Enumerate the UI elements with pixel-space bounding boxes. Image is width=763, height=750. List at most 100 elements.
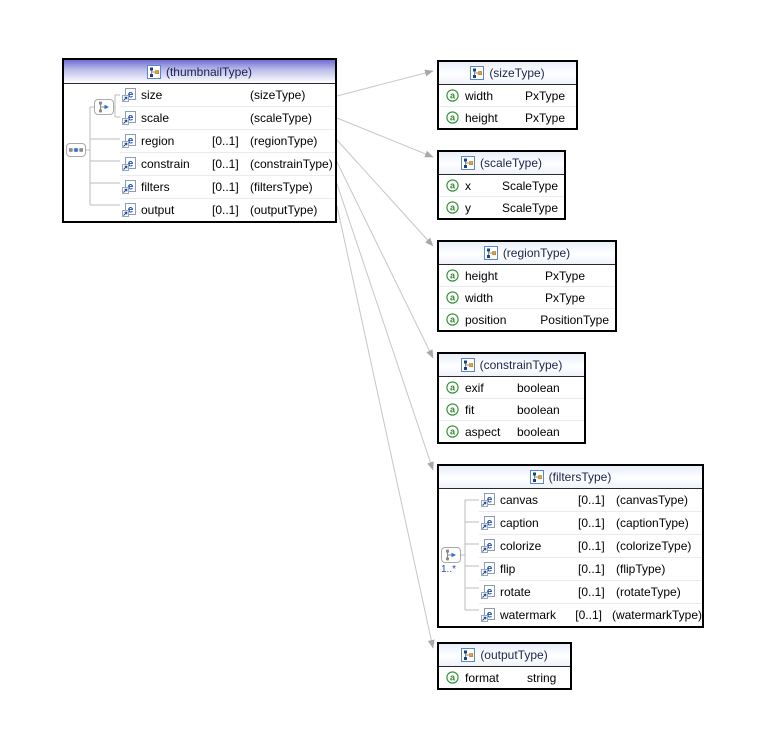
type-box-sizeType[interactable]: (sizeType) width PxType height PxType [437,60,578,130]
box-header-thumbnailType[interactable]: (thumbnailType) [64,60,335,84]
attribute-row-height[interactable]: height PxType [439,265,615,286]
attribute-type: PxType [545,268,586,283]
attribute-row-aspect[interactable]: aspect boolean [439,420,584,442]
attribute-type: ScaleType [501,200,558,215]
box-title: (scaleType) [479,156,543,170]
complex-type-icon [461,648,475,662]
element-name: scale [141,111,170,125]
attribute-row-fit[interactable]: fit boolean [439,398,584,420]
attribute-row-position[interactable]: position PositionType [439,308,615,330]
element-icon [481,585,495,599]
element-icon [122,180,136,194]
complex-type-icon [147,65,161,79]
type-box-filtersType[interactable]: (filtersType) 1..* canvas [0..1] (canvas… [437,464,704,628]
sequence-compositor-icon[interactable] [66,143,86,157]
element-type: (canvasType) [616,493,689,507]
element-row-output[interactable]: output [0..1] (outputType) [120,198,335,221]
element-row-region[interactable]: region [0..1] (regionType) [120,129,335,152]
element-icon [122,88,136,102]
choice-compositor-icon[interactable] [94,99,114,115]
attribute-row-y[interactable]: y ScaleType [439,196,564,218]
attribute-icon [446,291,459,304]
occurrence-label: 1..* [441,564,457,575]
attribute-name: y [465,200,471,215]
attribute-row-x[interactable]: x ScaleType [439,175,564,196]
choice-compositor-icon[interactable] [441,547,461,563]
attribute-icon [446,403,459,416]
attribute-type: PxType [545,290,586,305]
element-row-flip[interactable]: flip [0..1] (flipType) [479,557,702,580]
element-type: (regionType) [250,134,318,148]
element-name: flip [500,562,516,576]
attribute-type: PxType [525,110,566,125]
complex-type-icon [461,358,475,372]
element-cardinality: [0..1] [212,203,239,217]
attribute-type: PxType [525,88,566,103]
box-header-scaleType[interactable]: (scaleType) [439,152,564,175]
element-row-rotate[interactable]: rotate [0..1] (rotateType) [479,580,702,603]
box-header-outputType[interactable]: (outputType) [439,644,570,667]
element-icon [481,562,495,576]
attribute-name: fit [465,402,475,417]
element-rows: canvas [0..1] (canvasType) caption [0..1… [479,489,702,626]
box-header-filtersType[interactable]: (filtersType) [439,466,702,489]
attribute-row-height[interactable]: height PxType [439,106,576,128]
attribute-icon [446,425,459,438]
element-name: constrain [141,157,190,171]
element-row-colorize[interactable]: colorize [0..1] (colorizeType) [479,534,702,557]
element-cardinality: [0..1] [578,539,605,553]
element-row-filters[interactable]: filters [0..1] (filtersType) [120,175,335,198]
element-icon [122,134,136,148]
element-icon [122,157,136,171]
element-row-caption[interactable]: caption [0..1] (captionType) [479,511,702,534]
element-row-watermark[interactable]: watermark [0..1] (watermarkType) [479,603,702,626]
complex-type-icon [470,66,484,80]
box-title: (sizeType) [489,66,545,80]
element-name: output [141,203,175,217]
element-row-constrain[interactable]: constrain [0..1] (constrainType) [120,152,335,175]
type-box-regionType[interactable]: (regionType) height PxType width PxType … [437,240,617,332]
attribute-icon [446,381,459,394]
box-body: 1..* canvas [0..1] (canvasType) caption … [439,489,702,626]
element-name: watermark [500,608,557,622]
connector-output-to-outputType [336,205,435,649]
attribute-name: height [465,268,498,283]
complex-type-icon [461,156,475,170]
type-box-constrainType[interactable]: (constrainType) exif boolean fit boolean… [437,352,586,444]
box-header-sizeType[interactable]: (sizeType) [439,62,576,85]
element-row-scale[interactable]: scale (scaleType) [120,106,335,129]
type-box-scaleType[interactable]: (scaleType) x ScaleType y ScaleType [437,150,566,220]
attribute-icon [446,313,459,326]
attribute-row-width[interactable]: width PxType [439,85,576,106]
complex-type-icon [530,470,544,484]
box-title: (outputType) [480,648,548,662]
element-name: region [141,134,175,148]
element-rows: size (sizeType) scale (scaleType) region… [120,84,335,221]
element-name: filters [141,180,170,194]
attribute-name: exif [465,380,484,395]
box-title: (constrainType) [479,358,563,372]
box-header-regionType[interactable]: (regionType) [439,242,615,265]
element-cardinality: [0..1] [575,608,602,622]
box-header-constrainType[interactable]: (constrainType) [439,354,584,377]
element-icon [481,516,495,530]
type-box-outputType[interactable]: (outputType) format string [437,642,572,690]
element-type: (scaleType) [250,111,313,125]
attribute-type: boolean [517,424,560,439]
attribute-name: x [465,178,471,193]
attribute-row-exif[interactable]: exif boolean [439,377,584,398]
attribute-row-format[interactable]: format string [439,667,570,688]
element-type: (colorizeType) [616,539,692,553]
attribute-icon [446,89,459,102]
type-box-thumbnailType[interactable]: (thumbnailType) size (sizeType) scale [62,58,337,223]
element-cardinality: [0..1] [578,562,605,576]
element-row-size[interactable]: size (sizeType) [120,84,335,106]
element-type: (watermarkType) [611,608,702,622]
element-icon [481,539,495,553]
element-cardinality: [0..1] [212,134,239,148]
box-body: size (sizeType) scale (scaleType) region… [64,84,335,221]
connector-region-to-regionType [336,139,434,247]
element-row-canvas[interactable]: canvas [0..1] (canvasType) [479,489,702,511]
attribute-row-width[interactable]: width PxType [439,286,615,308]
attribute-icon [446,671,459,684]
